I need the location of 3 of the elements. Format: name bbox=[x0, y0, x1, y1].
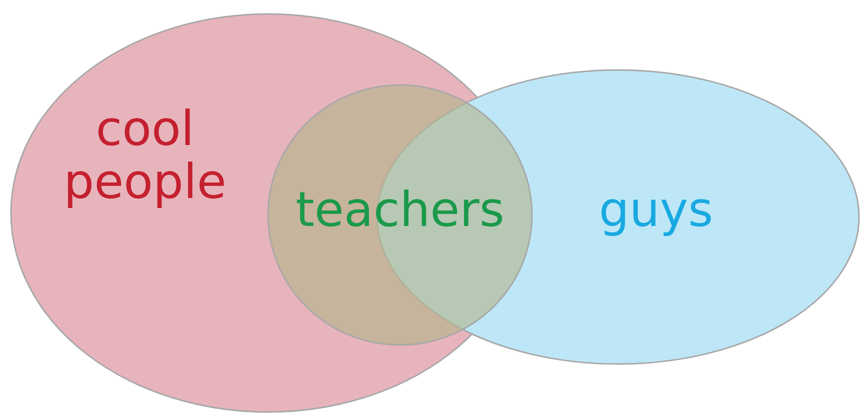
set-label: cool people bbox=[62, 103, 228, 209]
set-label: teachers bbox=[294, 184, 506, 237]
set-label: guys bbox=[598, 184, 714, 237]
